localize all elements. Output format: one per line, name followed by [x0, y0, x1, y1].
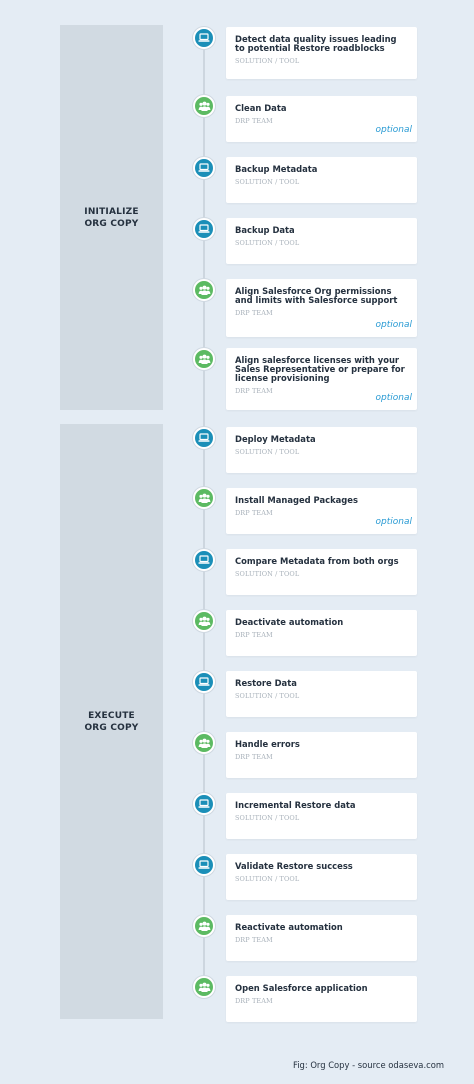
step-role: DRP TEAM: [235, 997, 273, 1005]
team-group-icon: [193, 976, 215, 998]
step-card: Align Salesforce Org permissions and lim…: [226, 279, 417, 337]
figure-caption: Fig: Org Copy - source odaseva.com: [293, 1060, 444, 1070]
laptop-icon: [193, 157, 215, 179]
step-role: SOLUTION / TOOL: [235, 178, 300, 186]
step-role: SOLUTION / TOOL: [235, 692, 300, 700]
team-group-icon: [193, 732, 215, 754]
optional-tag: optional: [375, 517, 412, 527]
step-title: Deactivate automation: [235, 617, 344, 627]
phase-panel-execute: EXECUTE ORG COPY: [60, 424, 163, 1019]
laptop-icon: [193, 793, 215, 815]
optional-tag: optional: [375, 125, 412, 135]
optional-tag: optional: [375, 320, 412, 330]
step-role: DRP TEAM: [235, 936, 273, 944]
step-title: Incremental Restore data: [235, 800, 356, 810]
step-role: DRP TEAM: [235, 509, 273, 517]
step-role: SOLUTION / TOOL: [235, 57, 300, 65]
step-title: Handle errors: [235, 739, 300, 749]
step-title: Install Managed Packages: [235, 495, 358, 505]
step-title: Backup Metadata: [235, 164, 318, 174]
step-title: Open Salesforce application: [235, 983, 368, 993]
timeline-step: Align Salesforce Org permissions and lim…: [0, 279, 474, 337]
step-title: Reactivate automation: [235, 922, 343, 932]
step-title: Detect data quality issues leading to po…: [235, 34, 397, 53]
laptop-icon: [193, 671, 215, 693]
step-role: DRP TEAM: [235, 309, 273, 317]
step-title: Compare Metadata from both orgs: [235, 556, 399, 566]
step-role: SOLUTION / TOOL: [235, 875, 300, 883]
step-title: Validate Restore success: [235, 861, 353, 871]
team-group-icon: [193, 279, 215, 301]
team-group-icon: [193, 610, 215, 632]
step-title: Deploy Metadata: [235, 434, 316, 444]
team-group-icon: [193, 348, 215, 370]
phase-panel-initialize: INITIALIZE ORG COPY: [60, 25, 163, 410]
step-title: Clean Data: [235, 103, 287, 113]
team-group-icon: [193, 487, 215, 509]
timeline-step: Align salesforce licenses with your Sale…: [0, 348, 474, 410]
step-role: DRP TEAM: [235, 117, 273, 125]
optional-tag: optional: [375, 393, 412, 403]
step-card: Detect data quality issues leading to po…: [226, 27, 417, 79]
laptop-icon: [193, 854, 215, 876]
laptop-icon: [193, 549, 215, 571]
step-role: SOLUTION / TOOL: [235, 814, 300, 822]
step-title: Restore Data: [235, 678, 297, 688]
step-role: DRP TEAM: [235, 631, 273, 639]
phase-label-initialize: INITIALIZE ORG COPY: [84, 206, 139, 229]
step-role: SOLUTION / TOOL: [235, 239, 300, 247]
laptop-icon: [193, 27, 215, 49]
step-role: SOLUTION / TOOL: [235, 570, 300, 578]
step-title: Align salesforce licenses with your Sale…: [235, 355, 405, 383]
laptop-icon: [193, 427, 215, 449]
step-role: DRP TEAM: [235, 387, 273, 395]
step-role: SOLUTION / TOOL: [235, 448, 300, 456]
phase-label-execute: EXECUTE ORG COPY: [84, 710, 139, 733]
timeline-step: Detect data quality issues leading to po…: [0, 27, 474, 79]
step-card: Align salesforce licenses with your Sale…: [226, 348, 417, 410]
step-title: Align Salesforce Org permissions and lim…: [235, 286, 398, 305]
team-group-icon: [193, 915, 215, 937]
laptop-icon: [193, 218, 215, 240]
step-title: Backup Data: [235, 225, 295, 235]
timeline-line: [203, 36, 205, 986]
team-group-icon: [193, 95, 215, 117]
step-role: DRP TEAM: [235, 753, 273, 761]
